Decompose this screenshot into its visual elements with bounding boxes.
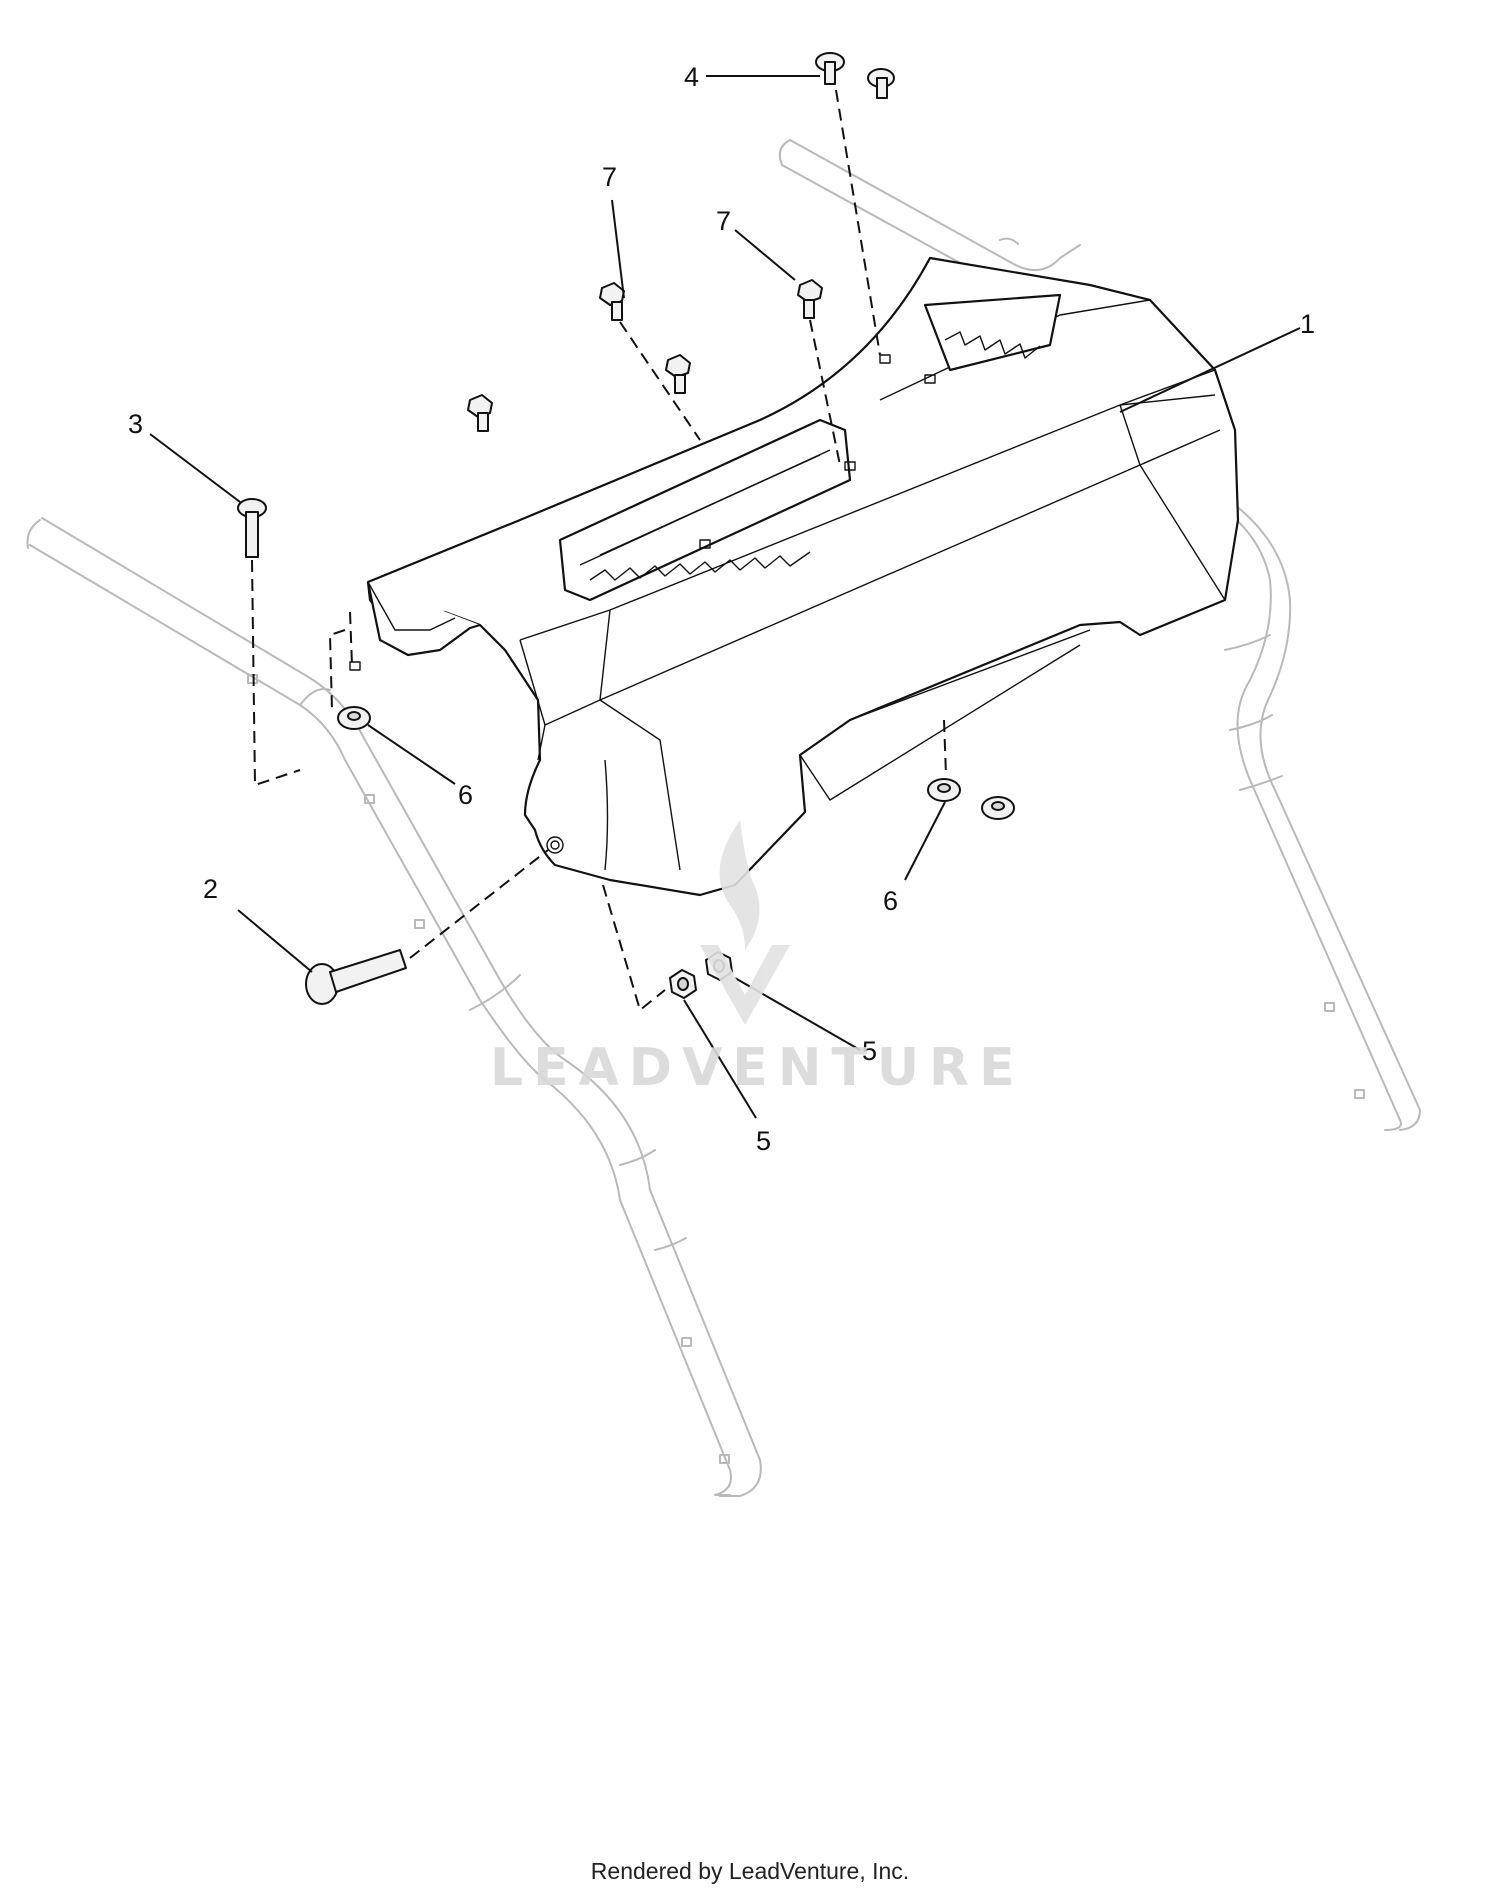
leadventure-watermark: LEADVENTURE	[490, 820, 1025, 1098]
callout-7a: 7	[602, 162, 617, 192]
watermark-text: LEADVENTURE	[490, 1038, 1025, 1098]
callout-6a: 6	[458, 780, 473, 810]
callout-leaders	[149, 75, 1301, 1119]
callout-4: 4	[684, 62, 699, 92]
callout-labels: 1 2 3 4 5 5 6 6 7 7	[128, 62, 1315, 1156]
callout-5b: 5	[756, 1126, 771, 1156]
callout-2: 2	[203, 874, 218, 904]
footer-credit: Rendered by LeadVenture, Inc.	[590, 1858, 910, 1884]
carriage-bolt-long	[305, 949, 407, 1005]
flame-logo	[719, 820, 760, 950]
flange-nut	[337, 706, 1015, 820]
callout-6b: 6	[883, 886, 898, 916]
callout-1: 1	[1300, 309, 1315, 339]
callout-3: 3	[128, 409, 143, 439]
v-logo	[700, 945, 790, 1025]
carriage-bolt-left	[237, 498, 267, 558]
console-cover	[349, 256, 1240, 897]
flange-bolt	[467, 279, 823, 432]
assembly-lines	[251, 89, 947, 1012]
callout-5a: 5	[862, 1036, 877, 1066]
callout-7b: 7	[716, 206, 731, 236]
carriage-bolt-top	[815, 52, 895, 99]
